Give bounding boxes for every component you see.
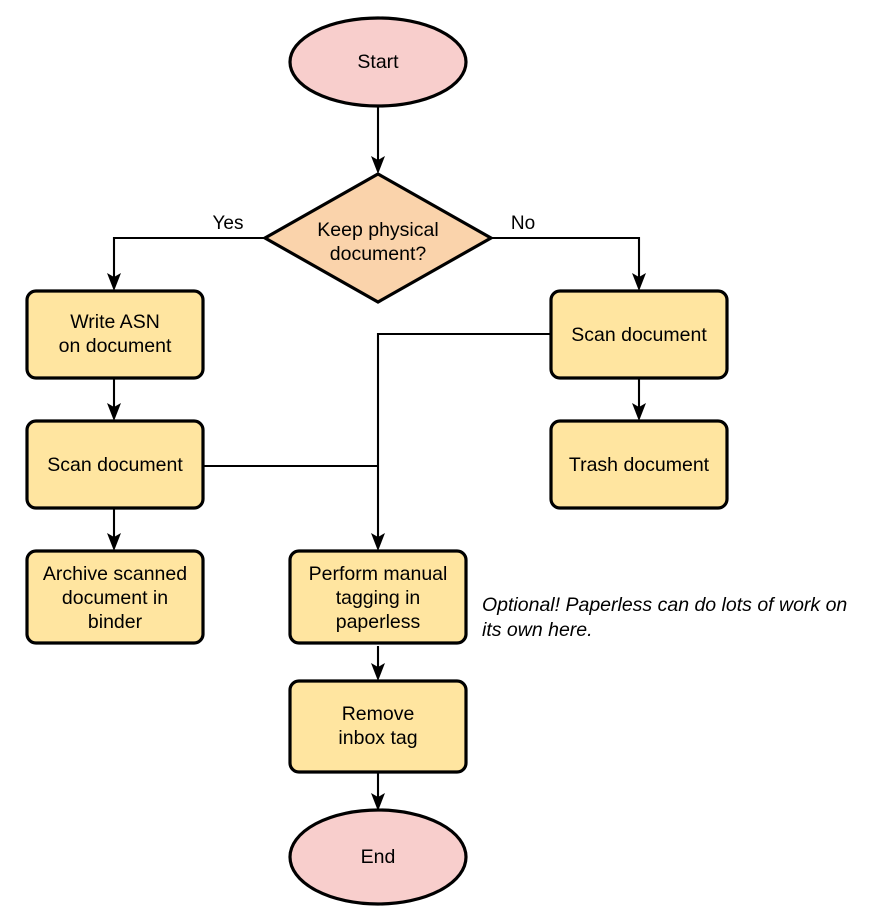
node-remove-inbox-tag[interactable]: Remove inbox tag [288,679,468,774]
scan-right-box [549,289,729,380]
remove-inbox-box [288,679,468,774]
decision-diamond [261,172,495,304]
write-asn-label-line2: on document [59,335,172,357]
node-scan-document-left[interactable]: Scan document [25,419,205,510]
scan-left-label: Scan document [47,454,183,476]
note-line2: its own here. [482,619,593,641]
node-trash-document[interactable]: Trash document [549,419,729,510]
arrow-head-icon [107,533,121,551]
edge-label-yes: Yes [213,213,244,234]
start-label: Start [357,51,399,73]
archive-label-line3: binder [88,611,143,633]
arrow-head-icon [632,273,646,291]
arrow-head-icon [107,273,121,291]
arrow-head-icon [371,793,385,811]
end-ellipse [288,808,468,906]
tagging-label-line2: tagging in [336,587,421,609]
note-optional-paperless: Optional! Paperless can do lots of work … [482,594,847,641]
decision-label-line2: document? [330,243,427,265]
remove-inbox-label-line2: inbox tag [338,727,417,749]
edge-scan-right-to-trash [632,378,646,421]
arrow-head-icon [371,156,385,174]
arrow-head-icon [371,533,385,551]
node-archive-scanned-document[interactable]: Archive scanned document in binder [25,549,205,645]
write-asn-label-line1: Write ASN [70,311,160,333]
trash-box [549,419,729,510]
node-scan-document-right[interactable]: Scan document [549,289,729,380]
node-start[interactable]: Start [288,16,468,108]
edge-decision-no-to-scan-right [491,236,646,291]
edge-scan-left-to-archive [107,508,121,551]
arrow-head-icon [371,663,385,681]
start-ellipse [288,16,468,108]
note-line1: Optional! Paperless can do lots of work … [482,594,847,616]
archive-box [25,549,205,645]
node-perform-manual-tagging[interactable]: Perform manual tagging in paperless [288,549,468,645]
edge-scan-right-to-tagging [371,332,551,551]
edge-start-to-decision [371,102,385,174]
tagging-label-line1: Perform manual [309,563,448,585]
tagging-label-line3: paperless [336,611,421,633]
arrow-head-icon [107,403,121,421]
end-label: End [361,846,396,868]
write-asn-box [25,289,205,380]
node-decision-keep-physical-document[interactable]: Keep physical document? [261,172,495,304]
tagging-box [288,549,468,645]
scan-left-box [25,419,205,510]
edge-decision-yes-to-write-asn [107,236,265,291]
decision-label-line1: Keep physical [317,219,438,241]
arrow-head-icon [632,403,646,421]
scan-right-label: Scan document [571,324,707,346]
edge-tagging-to-remove-inbox [371,646,385,681]
edge-remove-inbox-to-end [371,772,385,811]
node-write-asn[interactable]: Write ASN on document [25,289,205,380]
edge-write-asn-to-scan-left [107,378,121,421]
archive-label-line2: document in [62,587,168,609]
remove-inbox-label-line1: Remove [342,703,415,725]
node-end[interactable]: End [288,808,468,906]
archive-label-line1: Archive scanned [43,563,187,585]
trash-label: Trash document [569,454,710,476]
edge-label-no: No [511,213,535,234]
